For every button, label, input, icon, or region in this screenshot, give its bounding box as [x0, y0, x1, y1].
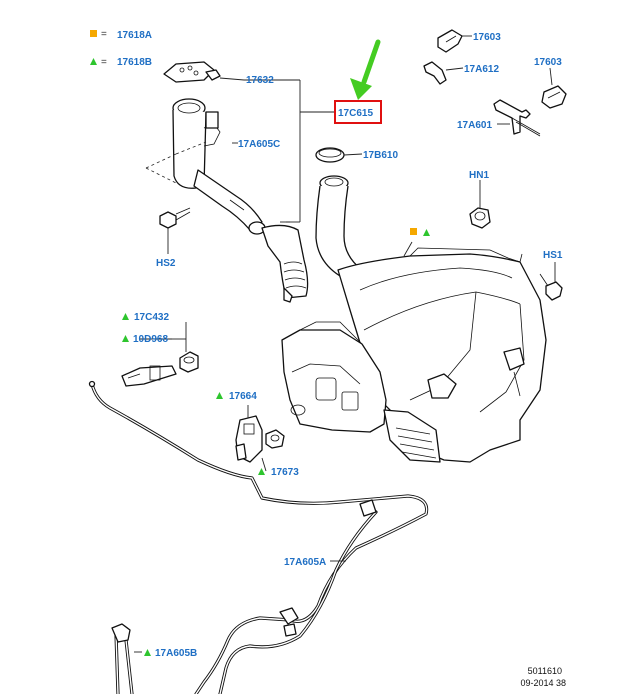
filler-neck-assembly — [145, 61, 309, 303]
label-17A612: 17A612 — [464, 64, 499, 75]
elbow-17A612 — [423, 61, 447, 85]
pump-parts — [235, 405, 285, 472]
legend-eq-2: = — [101, 57, 107, 68]
marker-triangle-icon — [423, 229, 430, 236]
bolt-hs1 — [545, 281, 563, 301]
footer-date: 09-2014 38 — [520, 678, 566, 688]
hose-lines — [88, 380, 429, 696]
label-17673: 17673 — [271, 467, 299, 478]
grommet-17673 — [265, 429, 285, 449]
callout-labels: 17603 17A612 17603 17A601 17632 17C615 1… — [133, 32, 563, 659]
legend-square-icon — [90, 30, 97, 37]
label-17A605B: 17A605B — [155, 648, 197, 659]
marker-triangle-icon — [122, 313, 129, 320]
nozzle-17603-right — [541, 85, 567, 109]
legend-triangle-icon — [90, 58, 97, 65]
bolt-hs2 — [159, 211, 177, 229]
grommet-17C432 — [179, 351, 199, 373]
marker-triangle-icon — [122, 335, 129, 342]
label-17603-top: 17603 — [473, 32, 501, 43]
label-HS2: HS2 — [156, 258, 176, 269]
legend: = 17618A = 17618B — [90, 29, 152, 68]
label-10D968: 10D968 — [133, 334, 168, 345]
label-17632: 17632 — [246, 75, 274, 86]
nozzle-17603-top — [437, 29, 463, 53]
label-17A605C: 17A605C — [238, 139, 280, 150]
marker-triangle-icon — [258, 468, 265, 475]
tee-17A601 — [493, 99, 531, 135]
sensor-10D968 — [121, 365, 177, 387]
label-HS1: HS1 — [543, 250, 563, 261]
label-17603-right: 17603 — [534, 57, 562, 68]
footer-code: 5011610 — [528, 666, 562, 676]
level-sensor-parts — [121, 322, 199, 387]
legend-code-1: 17618A — [117, 30, 152, 41]
legend-code-2: 17618B — [117, 57, 152, 68]
label-17C615: 17C615 — [338, 108, 373, 119]
label-17B610: 17B610 — [363, 150, 398, 161]
label-17A601: 17A601 — [457, 120, 492, 131]
label-17C432: 17C432 — [134, 312, 169, 323]
marker-triangle-icon — [144, 649, 151, 656]
marker-triangle-icon — [216, 392, 223, 399]
label-HN1: HN1 — [469, 170, 489, 181]
jet-nozzle-parts — [423, 29, 567, 137]
legend-eq-1: = — [101, 29, 107, 40]
label-17A605A: 17A605A — [284, 557, 326, 568]
marker-square-icon — [410, 228, 417, 235]
nut-hn1 — [469, 207, 491, 229]
washer-reservoir — [281, 175, 547, 463]
pointer-arrow-icon — [350, 39, 381, 100]
highlight-box — [334, 100, 382, 124]
label-17664: 17664 — [229, 391, 257, 402]
